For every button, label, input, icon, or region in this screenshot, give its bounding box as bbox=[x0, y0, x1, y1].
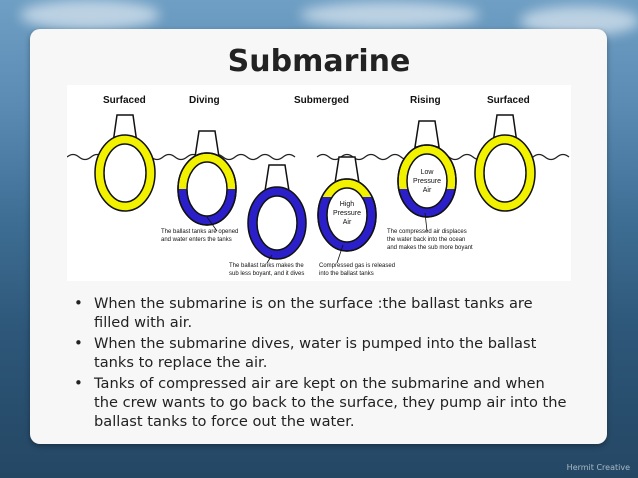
stage-label-surfaced-2: Surfaced bbox=[487, 95, 530, 106]
low-pressure-label-1: Low bbox=[421, 169, 435, 176]
caption-rising-3: and makes the sub more boyant bbox=[387, 245, 473, 251]
caption-arrow bbox=[424, 212, 428, 232]
bullet-item: When the submarine is on the surface :th… bbox=[72, 294, 572, 332]
stage-label-diving: Diving bbox=[189, 95, 220, 106]
caption-submerged-1: The ballast tanks makes the bbox=[229, 263, 304, 269]
stage-label-submerged: Submerged bbox=[294, 95, 349, 106]
caption-compressed-2: into the ballast tanks bbox=[319, 271, 374, 277]
watermark-text: Hermit Creative bbox=[566, 463, 630, 472]
bullet-item: Tanks of compressed air are kept on the … bbox=[72, 374, 572, 431]
background-cloud bbox=[300, 2, 480, 28]
low-pressure-label-3: Air bbox=[423, 187, 432, 194]
sub-rising: Low Pressure Air bbox=[397, 120, 457, 218]
stage-label-rising: Rising bbox=[410, 95, 441, 106]
slide-title: Submarine bbox=[227, 44, 411, 79]
caption-submerged-2: sub less boyant, and it dives bbox=[229, 271, 304, 277]
caption-arrow bbox=[266, 254, 273, 264]
caption-rising-2: the water back into the ocean bbox=[387, 237, 465, 243]
low-pressure-label-2: Pressure bbox=[413, 178, 441, 185]
sub-surfaced bbox=[94, 114, 156, 212]
submarine-ballast-diagram: Surfaced Diving Submerged Rising Surface… bbox=[67, 85, 571, 281]
high-pressure-label-1: High bbox=[340, 201, 355, 208]
high-pressure-label-2: Pressure bbox=[333, 210, 361, 217]
caption-diving-2: and water enters the tanks bbox=[161, 237, 232, 243]
caption-arrow bbox=[206, 216, 218, 232]
caption-arrow bbox=[336, 244, 344, 264]
sub-submerged bbox=[247, 164, 307, 260]
background-cloud bbox=[20, 0, 160, 30]
bullet-list: When the submarine is on the surface :th… bbox=[72, 294, 572, 433]
caption-rising-1: The compressed air displaces bbox=[387, 229, 467, 235]
sub-compressed-gas: High Pressure Air bbox=[317, 156, 377, 252]
caption-diving-1: The ballast tanks are opened bbox=[161, 229, 238, 235]
sub-diving bbox=[177, 130, 237, 226]
caption-compressed-1: Compressed gas is released bbox=[319, 263, 395, 269]
bullet-item: When the submarine dives, water is pumpe… bbox=[72, 334, 572, 372]
high-pressure-label-3: Air bbox=[343, 219, 352, 226]
sub-surfaced-again bbox=[474, 114, 536, 212]
stage-label-surfaced: Surfaced bbox=[103, 95, 146, 106]
